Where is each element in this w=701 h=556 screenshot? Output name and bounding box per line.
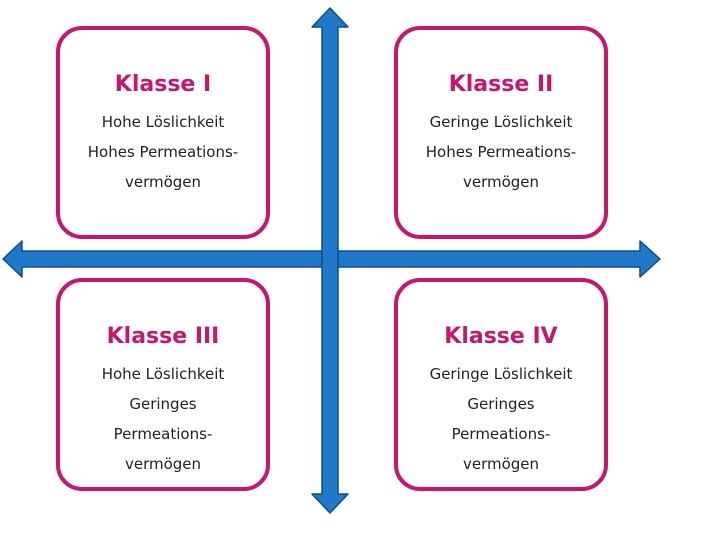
quadrant-line: Hohes Permeations-: [87, 143, 239, 161]
quadrant-line: Permeations-: [451, 425, 551, 443]
quadrant-line: Hohe Löslichkeit: [101, 365, 225, 383]
vertical-axis-arrow: [311, 7, 349, 514]
quadrant-title: Klasse III: [106, 324, 220, 349]
quadrant-line: vermögen: [124, 455, 202, 473]
quadrant-line: Hohe Löslichkeit: [101, 113, 225, 131]
quadrant-line: vermögen: [462, 455, 540, 473]
quadrant-title: Klasse I: [114, 72, 212, 97]
quadrant-line: Hohes Permeations-: [425, 143, 577, 161]
quadrant-klasse-4: Klasse IV Geringe Löslichkeit Geringes P…: [394, 278, 608, 491]
quadrant-line: Geringes: [467, 395, 535, 413]
quadrant-line: vermögen: [124, 173, 202, 191]
quadrant-line: vermögen: [462, 173, 540, 191]
quadrant-klasse-3: Klasse III Hohe Löslichkeit Geringes Per…: [56, 278, 270, 491]
quadrant-line: Geringe Löslichkeit: [429, 365, 573, 383]
quadrant-line: Permeations-: [113, 425, 213, 443]
quadrant-line: Geringe Löslichkeit: [429, 113, 573, 131]
quadrant-klasse-2: Klasse II Geringe Löslichkeit Hohes Perm…: [394, 26, 608, 239]
quadrant-klasse-1: Klasse I Hohe Löslichkeit Hohes Permeati…: [56, 26, 270, 239]
quadrant-line: Geringes: [129, 395, 197, 413]
quadrant-title: Klasse IV: [444, 324, 558, 349]
quadrant-title: Klasse II: [448, 72, 554, 97]
